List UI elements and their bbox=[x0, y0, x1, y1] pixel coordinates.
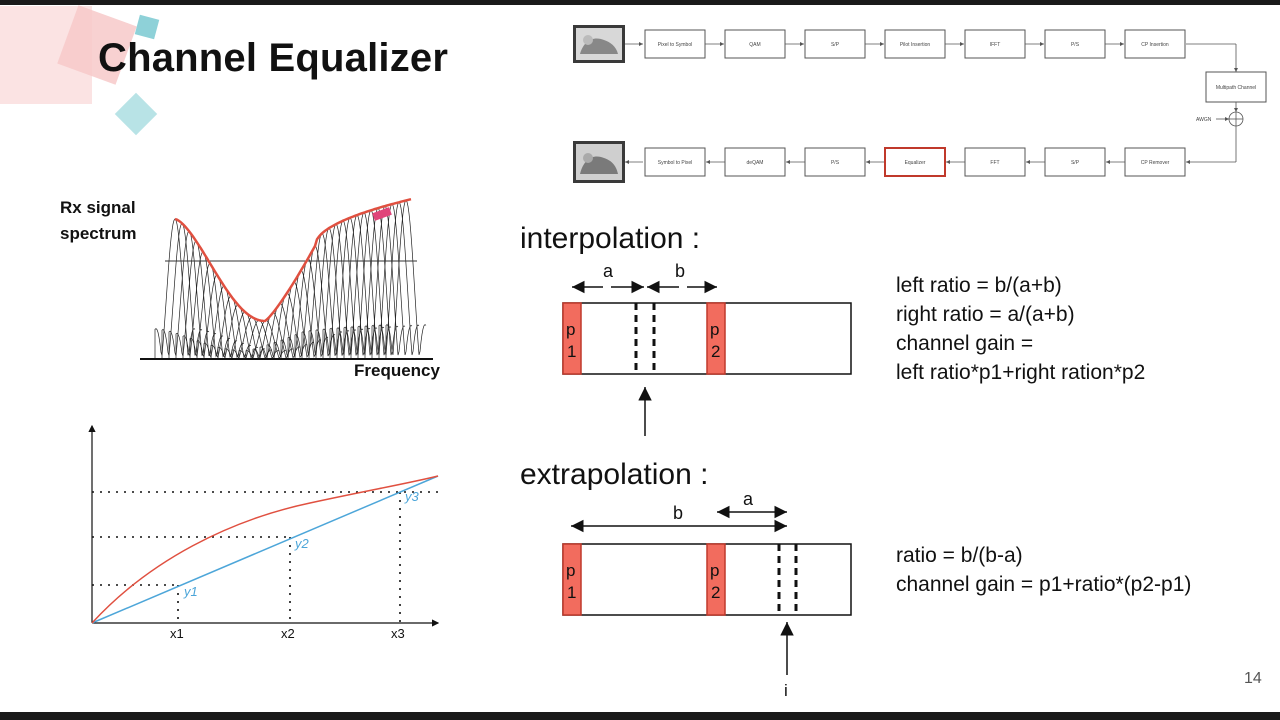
page-number: 14 bbox=[1244, 670, 1262, 687]
rx-block-equalizer: Equalizer bbox=[884, 147, 946, 177]
extrap-p2-label-2: 2 bbox=[711, 583, 720, 602]
extrapolation-diagram: a b p 1 p 2 i bbox=[562, 489, 852, 700]
interp-pilot-p2 bbox=[706, 302, 726, 375]
awgn-label: AWGN bbox=[1196, 117, 1212, 123]
spectrum-highlight-mark bbox=[372, 207, 392, 221]
extrapolation-equations: ratio = b/(b-a) channel gain = p1+ratio*… bbox=[896, 541, 1191, 599]
x1-label: x1 bbox=[170, 626, 184, 641]
spectrum-ylabel-line1: Rx signal bbox=[60, 198, 136, 217]
output-image-thumbnail bbox=[573, 141, 625, 183]
decorative-shape-teal bbox=[114, 92, 158, 136]
interpolation-heading: interpolation : bbox=[520, 222, 701, 255]
svg-text:S/P: S/P bbox=[1071, 160, 1080, 166]
spectrum-xlabel: Frequency bbox=[354, 361, 440, 380]
interp-label-a: a bbox=[603, 261, 614, 281]
extrap-label-b: b bbox=[673, 503, 683, 523]
tx-block: IFFT bbox=[964, 29, 1026, 59]
interp-label-b: b bbox=[675, 261, 685, 281]
rx-block: S/P bbox=[1044, 147, 1106, 177]
svg-text:Multipath Channel: Multipath Channel bbox=[1216, 85, 1256, 91]
svg-text:FFT: FFT bbox=[990, 160, 999, 166]
y2-label: y2 bbox=[294, 536, 310, 551]
tx-block: S/P bbox=[804, 29, 866, 59]
svg-text:CP Insertion: CP Insertion bbox=[1141, 42, 1169, 48]
spectrum-figure bbox=[140, 197, 433, 360]
interp-p1-label-1: 1 bbox=[567, 342, 576, 361]
x3-label: x3 bbox=[391, 626, 405, 641]
channel-block: Multipath Channel bbox=[1205, 71, 1267, 103]
slide-title: Channel Equalizer bbox=[98, 36, 449, 80]
top-border bbox=[0, 0, 1280, 5]
rx-block: CP Remover bbox=[1124, 147, 1186, 177]
tx-block: Pilot Insertion bbox=[884, 29, 946, 59]
extrap-p2-label-p: p bbox=[710, 561, 719, 580]
extrapolation-heading: extrapolation : bbox=[520, 458, 709, 491]
svg-text:Equalizer: Equalizer bbox=[905, 160, 926, 166]
interpolation-equations: left ratio = b/(a+b) right ratio = a/(a+… bbox=[896, 271, 1145, 387]
svg-text:CP Remover: CP Remover bbox=[1141, 160, 1170, 166]
extrap-label-i: i bbox=[784, 681, 788, 700]
spectrum-ylabel: Rx signal spectrum bbox=[60, 195, 137, 247]
extrap-p1-label-p: p bbox=[566, 561, 575, 580]
interp-eq-right-ratio: right ratio = a/(a+b) bbox=[896, 303, 1075, 326]
svg-text:P/S: P/S bbox=[831, 160, 840, 166]
input-image-thumbnail bbox=[573, 25, 625, 63]
rx-block: Symbol to Pixel bbox=[644, 147, 706, 177]
tx-block: QAM bbox=[724, 29, 786, 59]
y3-label: y3 bbox=[404, 489, 420, 504]
extrap-pilot-p2 bbox=[706, 543, 726, 616]
interp-p1-label-p: p bbox=[566, 320, 575, 339]
tx-block: CP Insertion bbox=[1124, 29, 1186, 59]
spectrum-envelope bbox=[174, 197, 412, 323]
svg-text:Symbol to Pixel: Symbol to Pixel bbox=[658, 160, 692, 166]
svg-text:Pilot Insertion: Pilot Insertion bbox=[900, 42, 931, 48]
extrap-p1-label-1: 1 bbox=[567, 583, 576, 602]
rx-block: deQAM bbox=[724, 147, 786, 177]
y1-label: y1 bbox=[183, 584, 198, 599]
svg-text:QAM: QAM bbox=[749, 42, 760, 48]
interpolation-diagram: a b p 1 p 2 bbox=[562, 261, 852, 436]
bottom-border bbox=[0, 712, 1280, 720]
interp-p2-label-p: p bbox=[710, 320, 719, 339]
svg-text:S/P: S/P bbox=[831, 42, 840, 48]
interp-pilot-p1 bbox=[562, 302, 582, 375]
rx-block: FFT bbox=[964, 147, 1026, 177]
linear-interpolation-line bbox=[91, 475, 439, 624]
spectrum-ylabel-line2: spectrum bbox=[60, 224, 137, 243]
svg-text:IFFT: IFFT bbox=[990, 42, 1001, 48]
svg-text:deQAM: deQAM bbox=[747, 160, 764, 166]
rx-block: P/S bbox=[804, 147, 866, 177]
extrap-eq-ratio: ratio = b/(b-a) bbox=[896, 544, 1023, 567]
interp-eq-gain-formula: left ratio*p1+right ration*p2 bbox=[896, 361, 1146, 384]
x2-label: x2 bbox=[281, 626, 295, 641]
extrap-label-a: a bbox=[743, 489, 754, 509]
extrap-eq-gain: channel gain = p1+ratio*(p2-p1) bbox=[896, 573, 1192, 596]
true-channel-curve bbox=[91, 475, 439, 624]
interp-p2-label-2: 2 bbox=[711, 342, 720, 361]
extrap-pilot-p1 bbox=[562, 543, 582, 616]
graph-guide-lines bbox=[92, 491, 438, 623]
tx-block: Pixel to Symbol bbox=[644, 29, 706, 59]
interp-eq-gain: channel gain = bbox=[896, 332, 1034, 355]
tx-block: P/S bbox=[1044, 29, 1106, 59]
interp-eq-left-ratio: left ratio = b/(a+b) bbox=[896, 274, 1062, 297]
interpolation-graph: y1 y2 y3 x1 x2 x3 bbox=[88, 424, 440, 641]
ofdm-block-diagram: Pixel to Symbol QAM S/P Pilot Insertion IFFT… bbox=[573, 25, 1267, 183]
svg-text:P/S: P/S bbox=[1071, 42, 1080, 48]
subcarrier-pulses bbox=[154, 199, 427, 359]
svg-text:Pixel to Symbol: Pixel to Symbol bbox=[658, 42, 692, 48]
